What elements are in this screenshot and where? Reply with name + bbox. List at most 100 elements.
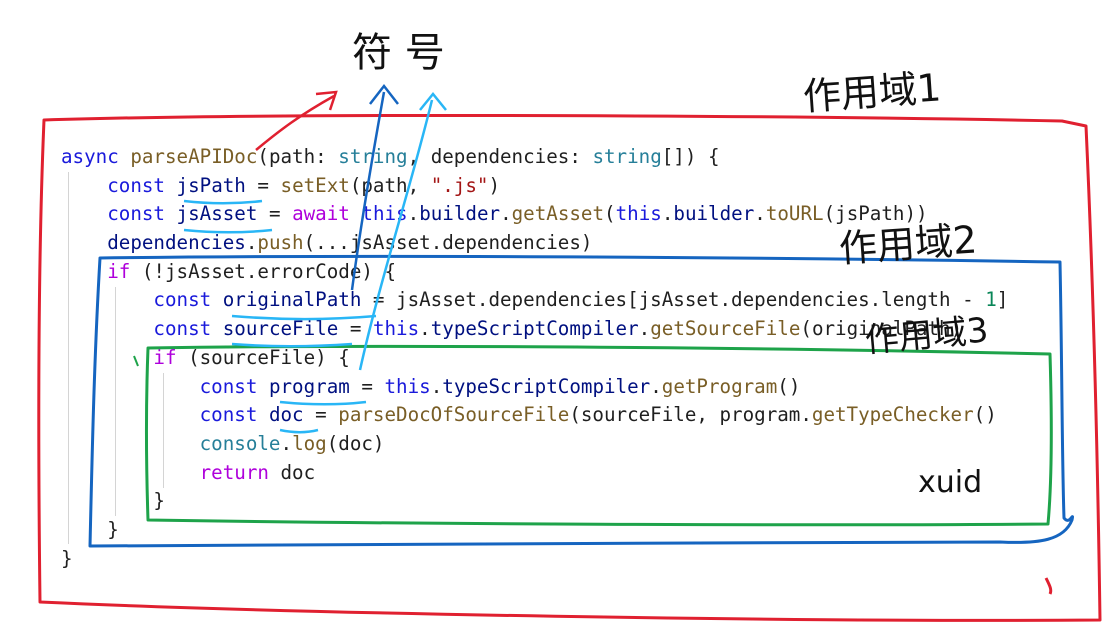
underline-program bbox=[279, 400, 367, 406]
code-token: () bbox=[777, 374, 801, 398]
code-token: (doc) bbox=[326, 431, 385, 455]
code-token: (jsPath)) bbox=[823, 202, 928, 226]
code-token: . bbox=[407, 202, 420, 226]
code-token: this bbox=[372, 317, 420, 341]
label-scope1: 作用域1 bbox=[802, 65, 943, 119]
code-token: ] bbox=[996, 288, 1009, 312]
code-token: } bbox=[61, 546, 73, 570]
code-token: setExt bbox=[280, 173, 350, 197]
code-token: = bbox=[338, 317, 373, 341]
code-line: dependencies.push(...jsAsset.dependencie… bbox=[61, 229, 1008, 258]
code-token: push bbox=[257, 231, 304, 255]
code-token: ) bbox=[488, 173, 501, 197]
code-block: async parseAPIDoc(path: string, dependen… bbox=[61, 143, 1008, 573]
code-token: parseDocOfSourceFile bbox=[338, 403, 570, 427]
scope3-box bbox=[145, 344, 1053, 527]
code-token: toURL bbox=[765, 202, 824, 226]
code-token: sourceFile bbox=[222, 317, 339, 341]
indent-guide bbox=[68, 172, 69, 544]
code-line: const doc = parseDocOfSourceFile(sourceF… bbox=[61, 401, 1008, 430]
code-token: const bbox=[107, 202, 165, 226]
code-token: return bbox=[199, 460, 269, 484]
label-scope2: 作用域2 bbox=[838, 217, 979, 271]
code-token: parseAPIDoc bbox=[130, 145, 258, 168]
code-token: = bbox=[303, 403, 339, 427]
arrow-blue-head bbox=[369, 83, 399, 105]
code-token: getSourceFile bbox=[650, 317, 801, 341]
code-token: string bbox=[592, 145, 662, 168]
code-token: dependencies bbox=[107, 231, 246, 255]
underline-jsasset bbox=[183, 228, 273, 234]
arrow-red-head bbox=[315, 90, 338, 111]
code-line: const originalPath = jsAsset.dependencie… bbox=[61, 286, 1008, 315]
code-token: } bbox=[61, 517, 119, 541]
code-token: ".js" bbox=[430, 173, 489, 197]
code-token: = bbox=[257, 202, 293, 226]
code-token: (originalPath) bbox=[800, 317, 963, 341]
code-line: const jsPath = setExt(path, ".js") bbox=[61, 172, 1008, 201]
code-token: []) { bbox=[661, 145, 720, 168]
scope3-box-tick bbox=[133, 355, 139, 367]
code-line: console.log(doc) bbox=[61, 430, 1008, 459]
code-token: (sourceFile) { bbox=[176, 345, 350, 369]
code-token: console bbox=[199, 431, 281, 455]
code-line: if (sourceFile) { bbox=[61, 344, 1008, 373]
code-token: const bbox=[153, 317, 212, 341]
code-token: . bbox=[280, 431, 293, 455]
code-token: builder bbox=[673, 202, 755, 226]
code-line: async parseAPIDoc(path: string, dependen… bbox=[61, 143, 1008, 172]
code-token: getProgram bbox=[661, 374, 778, 398]
code-token: program bbox=[268, 374, 350, 398]
code-token: . bbox=[500, 202, 512, 226]
scope1-box-tail bbox=[1044, 577, 1053, 595]
code-token: = bbox=[245, 173, 281, 197]
code-token: 1 bbox=[985, 288, 997, 312]
code-token: . bbox=[661, 202, 674, 226]
code-token: . bbox=[754, 202, 766, 226]
code-line: } bbox=[61, 487, 1008, 516]
code-token: doc bbox=[268, 403, 304, 427]
code-line: const jsAsset = await this.builder.getAs… bbox=[61, 200, 1008, 229]
code-token: getTypeChecker bbox=[811, 403, 974, 427]
indent-guide bbox=[115, 287, 116, 516]
indent-guide bbox=[163, 373, 164, 488]
arrow-blue bbox=[350, 91, 386, 291]
code-token: () bbox=[973, 403, 997, 427]
code-token: , dependencies: bbox=[407, 145, 593, 168]
code-token: const bbox=[199, 403, 258, 427]
code-token: (path: bbox=[257, 145, 339, 168]
underline-doc bbox=[279, 428, 319, 434]
code-token: getAsset bbox=[511, 202, 605, 226]
underline-jspath bbox=[183, 199, 263, 205]
code-token: typeScriptCompiler bbox=[430, 317, 639, 341]
scope1-box bbox=[37, 113, 1102, 622]
code-token: const bbox=[199, 374, 258, 398]
code-token: this bbox=[384, 374, 431, 398]
code-token: jsPath bbox=[176, 173, 246, 197]
code-line: } bbox=[61, 516, 1008, 545]
code-token: = bbox=[349, 374, 385, 398]
code-token: this bbox=[361, 202, 408, 226]
code-token: log bbox=[292, 431, 327, 455]
code-token: builder bbox=[419, 202, 501, 226]
code-token: . bbox=[419, 317, 431, 341]
label-symbol: 符 号 bbox=[352, 30, 445, 76]
code-line: return doc bbox=[61, 459, 1008, 488]
code-line: } bbox=[61, 545, 1008, 574]
code-token: if bbox=[153, 345, 177, 369]
code-token: (sourceFile, program. bbox=[569, 403, 812, 427]
code-token: (!jsAsset.errorCode) { bbox=[130, 259, 397, 283]
code-line: const sourceFile = this.typeScriptCompil… bbox=[61, 315, 1008, 344]
code-token: jsAsset bbox=[176, 202, 258, 226]
code-token: . bbox=[245, 231, 258, 255]
code-line: const program = this.typeScriptCompiler.… bbox=[61, 373, 1008, 402]
code-line: if (!jsAsset.errorCode) { bbox=[61, 258, 1008, 287]
label-xuid: xuid bbox=[918, 465, 982, 500]
arrow-cyan-head bbox=[419, 92, 447, 111]
code-token: async bbox=[61, 145, 119, 168]
code-token: this bbox=[615, 202, 662, 226]
code-token: . bbox=[430, 374, 443, 398]
code-token: ( bbox=[604, 202, 616, 226]
